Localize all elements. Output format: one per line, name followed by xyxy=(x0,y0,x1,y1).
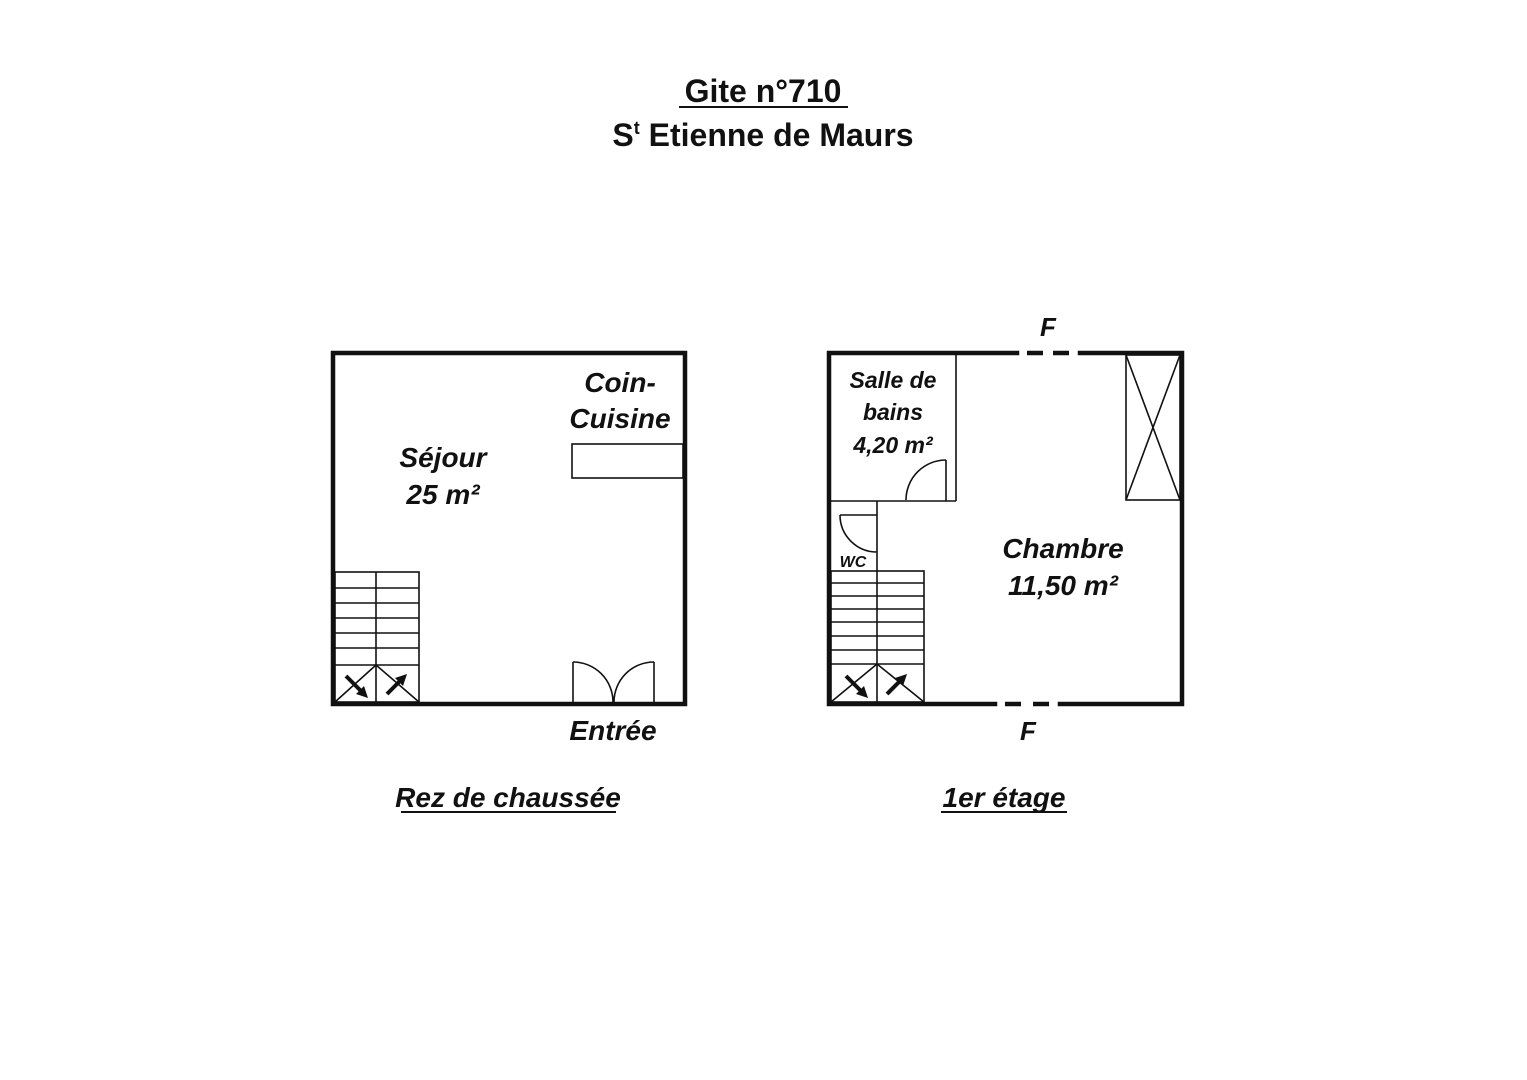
ground-floor-staircase xyxy=(334,571,420,703)
wc-label: WC xyxy=(840,554,867,571)
entrance-double-door xyxy=(572,661,655,703)
window-bottom-label: F xyxy=(1020,716,1037,746)
first-floor-outer-wall-left xyxy=(826,350,1020,707)
wc-door-swing xyxy=(839,514,878,553)
plan-title: Gite n°710 xyxy=(685,73,842,109)
first-floor-caption: 1er étage xyxy=(943,782,1066,813)
plan-subtitle: St Etienne de Maurs xyxy=(612,117,913,153)
chambre-label: Chambre xyxy=(1002,533,1123,564)
bathroom-area: 4,20 m² xyxy=(852,432,934,458)
kitchen-counter xyxy=(571,443,684,479)
ground-floor-outer-wall xyxy=(330,350,688,707)
entry-label: Entrée xyxy=(569,715,656,746)
window-top-label: F xyxy=(1040,312,1057,342)
chambre-area: 11,50 m² xyxy=(1008,570,1119,601)
ground-floor-plan: Coin- Cuisine Séjour 25 m² Entrée Rez de… xyxy=(330,350,688,813)
ground-floor-caption: Rez de chaussée xyxy=(395,782,621,813)
bathroom-label-line2: bains xyxy=(863,399,923,425)
first-floor-plan: F F Salle de bains 4,20 m² WC Chambre 11… xyxy=(826,312,1185,813)
first-floor-outer-wall-right xyxy=(1057,350,1185,707)
sejour-area: 25 m² xyxy=(405,479,480,510)
kitchen-label-line2: Cuisine xyxy=(569,403,670,434)
wardrobe-closet xyxy=(1125,354,1181,501)
sejour-label: Séjour xyxy=(399,442,488,473)
kitchen-label-line1: Coin- xyxy=(584,367,656,398)
bathroom-door-swing xyxy=(905,459,947,501)
first-floor-staircase xyxy=(830,570,925,703)
bathroom-label-line1: Salle de xyxy=(850,367,937,393)
